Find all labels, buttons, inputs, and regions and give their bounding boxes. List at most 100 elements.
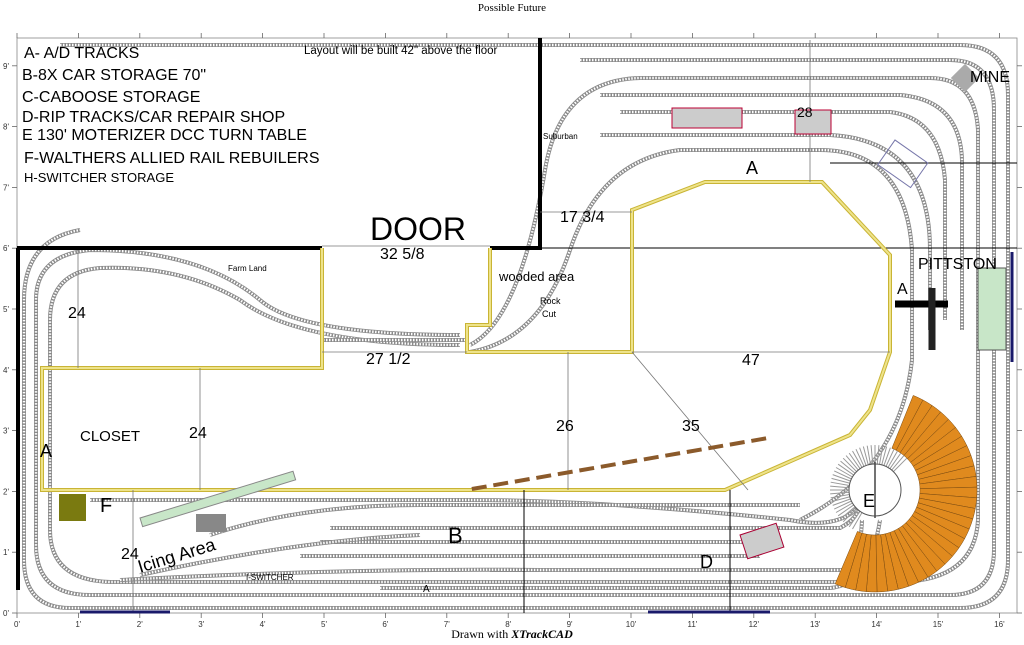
turntable-lead	[848, 452, 861, 469]
dimension-label: 24	[121, 546, 139, 563]
turntable-lead	[835, 502, 853, 513]
icing-building	[196, 514, 226, 532]
y-tick-label: 8'	[3, 123, 9, 132]
area-label: Icing Area	[135, 534, 218, 577]
freight-car	[729, 440, 745, 447]
turntable-lead	[831, 496, 851, 503]
turntable-lead	[837, 504, 854, 517]
turntable-lead	[885, 449, 895, 467]
area-label: wooded area	[498, 269, 575, 284]
freight-car	[664, 451, 681, 458]
area-label: CLOSET	[80, 428, 140, 445]
footer-credit: Drawn with XTrackCAD	[0, 627, 1024, 642]
turntable-lead	[866, 445, 871, 465]
freight-car	[707, 443, 724, 451]
x-tick-label: 2'	[137, 620, 143, 629]
rebuilders-building	[59, 494, 86, 521]
y-tick-label: 5'	[3, 305, 9, 314]
freight-car	[621, 458, 638, 466]
legend-item: B-8X CAR STORAGE 70"	[22, 67, 206, 84]
y-tick-label: 7'	[3, 183, 9, 192]
area-label: Cut	[542, 309, 557, 319]
roundhouse-stall	[834, 531, 863, 588]
turntable-lead	[830, 481, 850, 486]
legend-item: H-SWITCHER STORAGE	[24, 170, 174, 185]
wall-door-right	[490, 38, 542, 250]
credit-prefix: Drawn with	[451, 627, 509, 641]
x-axis: 0'1'2'3'4'5'6'7'8'9'10'11'12'13'14'15'16…	[14, 33, 1005, 629]
x-tick-label: 16'	[994, 620, 1005, 629]
area-label: Rock	[540, 296, 561, 306]
turntable-lead	[831, 477, 851, 484]
area-label: Suburban	[543, 132, 578, 141]
y-tick-label: 1'	[3, 548, 9, 557]
yard-track	[209, 503, 800, 537]
turntable-lead	[840, 506, 856, 520]
turntable-lead	[891, 455, 905, 471]
x-tick-label: 1'	[75, 620, 81, 629]
turntable-lead	[842, 508, 857, 523]
freight-car	[686, 447, 702, 454]
turntable-lead	[834, 470, 852, 480]
freight-car	[492, 480, 509, 488]
x-tick-label: 3'	[198, 620, 204, 629]
turntable-lead	[859, 447, 867, 466]
turntable-lead	[834, 500, 852, 510]
y-tick-label: 4'	[3, 366, 9, 375]
turntable-lead	[837, 463, 854, 476]
y-tick-label: 0'	[3, 609, 9, 618]
yard-track	[139, 533, 421, 577]
dimension-label: 27 1/2	[366, 351, 411, 368]
x-tick-label: 5'	[321, 620, 327, 629]
turntable-lead	[845, 509, 859, 525]
track-marker: F	[100, 495, 112, 517]
page-title: Possible Future	[477, 2, 547, 14]
freight-car	[600, 462, 616, 469]
track-marker: A	[746, 158, 758, 178]
x-tick-label: 6'	[382, 620, 388, 629]
town-label: MINE	[970, 69, 1010, 86]
x-tick-label: 12'	[749, 620, 760, 629]
yard-track	[119, 567, 880, 582]
legend-item: C-CABOOSE STORAGE	[22, 89, 200, 106]
turntable-lead	[840, 460, 856, 474]
turntable-lead	[845, 455, 859, 471]
freight-car	[471, 484, 487, 491]
freight-car	[750, 436, 767, 443]
freight-car	[514, 477, 530, 484]
turntable-lead	[862, 446, 869, 466]
legend-item: A- A/D TRACKS	[24, 45, 139, 62]
area-label: Farm Land	[228, 264, 267, 273]
turntable-lead	[852, 450, 863, 468]
suburban-building	[671, 107, 743, 129]
y-tick-label: 3'	[3, 427, 9, 436]
legend-item: E 130' MOTERIZER DCC TURN TABLE	[22, 127, 307, 144]
pittston-building	[977, 267, 1007, 351]
freight-car	[557, 469, 573, 477]
turntable-lead	[835, 467, 853, 478]
track-marker: 28	[797, 104, 813, 120]
turntable-lead	[889, 452, 902, 469]
x-tick-label: 9'	[567, 620, 573, 629]
roundhouse	[830, 395, 978, 593]
track-network	[22, 43, 1010, 610]
x-tick-label: 0'	[14, 620, 20, 629]
mine-structure	[950, 63, 980, 93]
turntable-lead	[879, 445, 884, 465]
turntable-lead	[852, 512, 863, 530]
turntable-lead	[832, 498, 851, 506]
repair-shop	[739, 522, 785, 560]
dimension-label: 47	[742, 352, 760, 369]
dimension-label: 24	[68, 305, 86, 322]
turntable-lead	[870, 445, 874, 465]
freight-car	[578, 465, 595, 473]
icing-platform	[139, 470, 297, 528]
track-marker: A	[40, 441, 52, 461]
turntable-lead	[881, 446, 888, 466]
y-tick-label: 2'	[3, 487, 9, 496]
x-tick-label: 10'	[626, 620, 637, 629]
x-tick-label: 11'	[687, 620, 697, 629]
turntable-lead	[883, 447, 891, 466]
turntable-lead	[887, 450, 898, 468]
